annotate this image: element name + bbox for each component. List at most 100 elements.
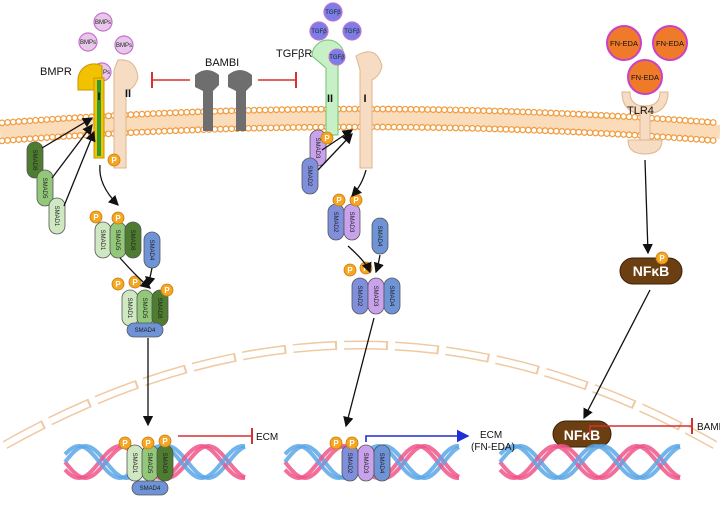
phosphate-label: P — [115, 214, 121, 223]
lipid-head-inner — [43, 134, 51, 141]
lipid-head-outer — [132, 111, 140, 118]
smad-s3: SMAD3 — [357, 444, 375, 482]
lipid-head-inner — [21, 135, 28, 143]
lipid-head-outer — [396, 105, 404, 113]
smad-s8: SMAD8 — [124, 221, 142, 259]
lipid-head-inner — [244, 124, 252, 132]
lipid-head-outer — [558, 110, 566, 117]
lipid-head-inner — [413, 123, 420, 131]
lipid-head-outer — [681, 117, 689, 124]
lipid-head-outer — [693, 117, 700, 125]
lipid-head-inner — [676, 134, 683, 142]
phosphate-circle — [107, 153, 121, 167]
dna-helix-nfkb — [498, 443, 681, 481]
smad-s2: SMAD2 — [327, 203, 345, 241]
fn-eda-ligand: FN-EDA — [606, 25, 642, 61]
smad-label: SMAD1 — [53, 206, 59, 227]
tgfb-ligands: TGFβ TGFβ TGFβ — [309, 2, 362, 41]
lipid-head-outer — [502, 107, 510, 115]
smad-shape — [383, 277, 401, 315]
lipid-head-outer — [76, 114, 84, 121]
smad-label: SMAD1 — [126, 298, 132, 319]
lipid-head-inner — [49, 133, 56, 141]
lipid-head-outer — [183, 108, 191, 116]
lipid-head-inner — [379, 123, 387, 131]
phosphate-label: P — [132, 278, 138, 287]
lipid-head-outer — [301, 105, 308, 113]
lipid-head-inner — [665, 133, 672, 141]
lipid-head-inner — [188, 126, 196, 134]
dna-strand-pink — [498, 443, 681, 481]
lipid-head-outer — [575, 110, 583, 118]
smad-label: SMAD5 — [141, 298, 147, 319]
lipid-head-outer — [82, 113, 90, 121]
arrow-tlr4-to-nfkb — [642, 159, 653, 255]
phosphate: P — [107, 153, 121, 167]
lipid-head-inner — [250, 124, 258, 132]
lipid-head-inner — [457, 124, 465, 132]
fn-eda-ligand-bound: FN-EDA — [627, 59, 663, 95]
lipid-head-outer — [581, 111, 588, 118]
smad-label: SMAD4 — [388, 286, 394, 307]
lipid-head-inner — [581, 129, 588, 136]
lipid-head-outer — [474, 107, 482, 114]
smad-s2: SMAD2 — [351, 277, 369, 315]
nfkb-label: NFκB — [633, 263, 670, 279]
fn-eda-label: FN-EDA — [631, 73, 659, 82]
lipid-head-inner — [541, 127, 549, 135]
lipid-head-inner — [698, 136, 706, 144]
lipid-head-outer — [385, 105, 392, 113]
lipid-head-outer — [525, 108, 532, 116]
lipid-head-inner — [553, 127, 560, 135]
dna-strand-pink — [498, 443, 681, 481]
smad-s3: SMAD3 — [367, 277, 385, 315]
lipid-head-outer — [15, 118, 23, 125]
phosphate: P — [141, 436, 155, 450]
lipid-head-inner — [709, 137, 717, 144]
lipid-head-inner — [228, 125, 236, 133]
bmp-ligand: BMPs — [78, 32, 98, 52]
lipid-head-outer — [586, 111, 594, 119]
lipid-head-outer — [312, 105, 320, 113]
lipid-head-inner — [273, 124, 280, 132]
phosphate-label: P — [162, 437, 168, 446]
phosphate: P — [158, 434, 172, 448]
lipid-head-inner — [681, 135, 689, 142]
lipid-head-inner — [569, 128, 577, 136]
lipid-head-inner — [385, 123, 392, 131]
smad-s4: SMAD4 — [383, 277, 401, 315]
tgfb-ligand-label: TGFβ — [329, 55, 345, 61]
lipid-head-outer — [373, 105, 381, 113]
smad-label: SMAD5 — [114, 230, 120, 251]
tgfb-ligand-label: TGFβ — [325, 10, 341, 16]
tlr4-receptor — [621, 91, 669, 155]
lipid-head-outer — [49, 115, 56, 123]
lipid-head-outer — [65, 114, 73, 122]
lipid-head-inner — [177, 127, 185, 134]
lipid-head-outer — [541, 109, 549, 117]
lipid-head-inner — [558, 128, 566, 135]
lipid-head-inner — [547, 127, 555, 135]
lipid-head-inner — [317, 123, 325, 131]
lipid-head-outer — [194, 108, 202, 116]
bambi-protein — [195, 70, 252, 131]
lipid-head-outer — [401, 105, 409, 113]
lipid-head-inner — [620, 131, 627, 138]
smad-s4: SMAD4 — [371, 217, 389, 255]
tgfb-ligand: TGFβ — [323, 2, 343, 22]
lipid-head-inner — [295, 124, 303, 131]
smad-s5: SMAD5 — [109, 221, 127, 259]
tgfbr-i-label: I — [363, 93, 366, 105]
smad-label: SMAD4 — [378, 453, 384, 474]
lipid-head-inner — [216, 125, 224, 133]
arrow-tgf-complex-to-nucleus — [343, 317, 375, 428]
lipid-head-inner — [469, 124, 476, 132]
ecm-fn-label-2: (FN-EDA) — [471, 442, 515, 453]
phosphate-label: P — [353, 196, 359, 205]
phosphate: P — [320, 131, 334, 145]
lipid-head-outer — [172, 109, 180, 117]
arrow-smad2-to-tgfbr — [317, 133, 353, 171]
smad-label: SMAD4 — [376, 226, 382, 247]
lipid-head-inner — [693, 135, 700, 143]
lipid-head-outer — [9, 118, 17, 126]
